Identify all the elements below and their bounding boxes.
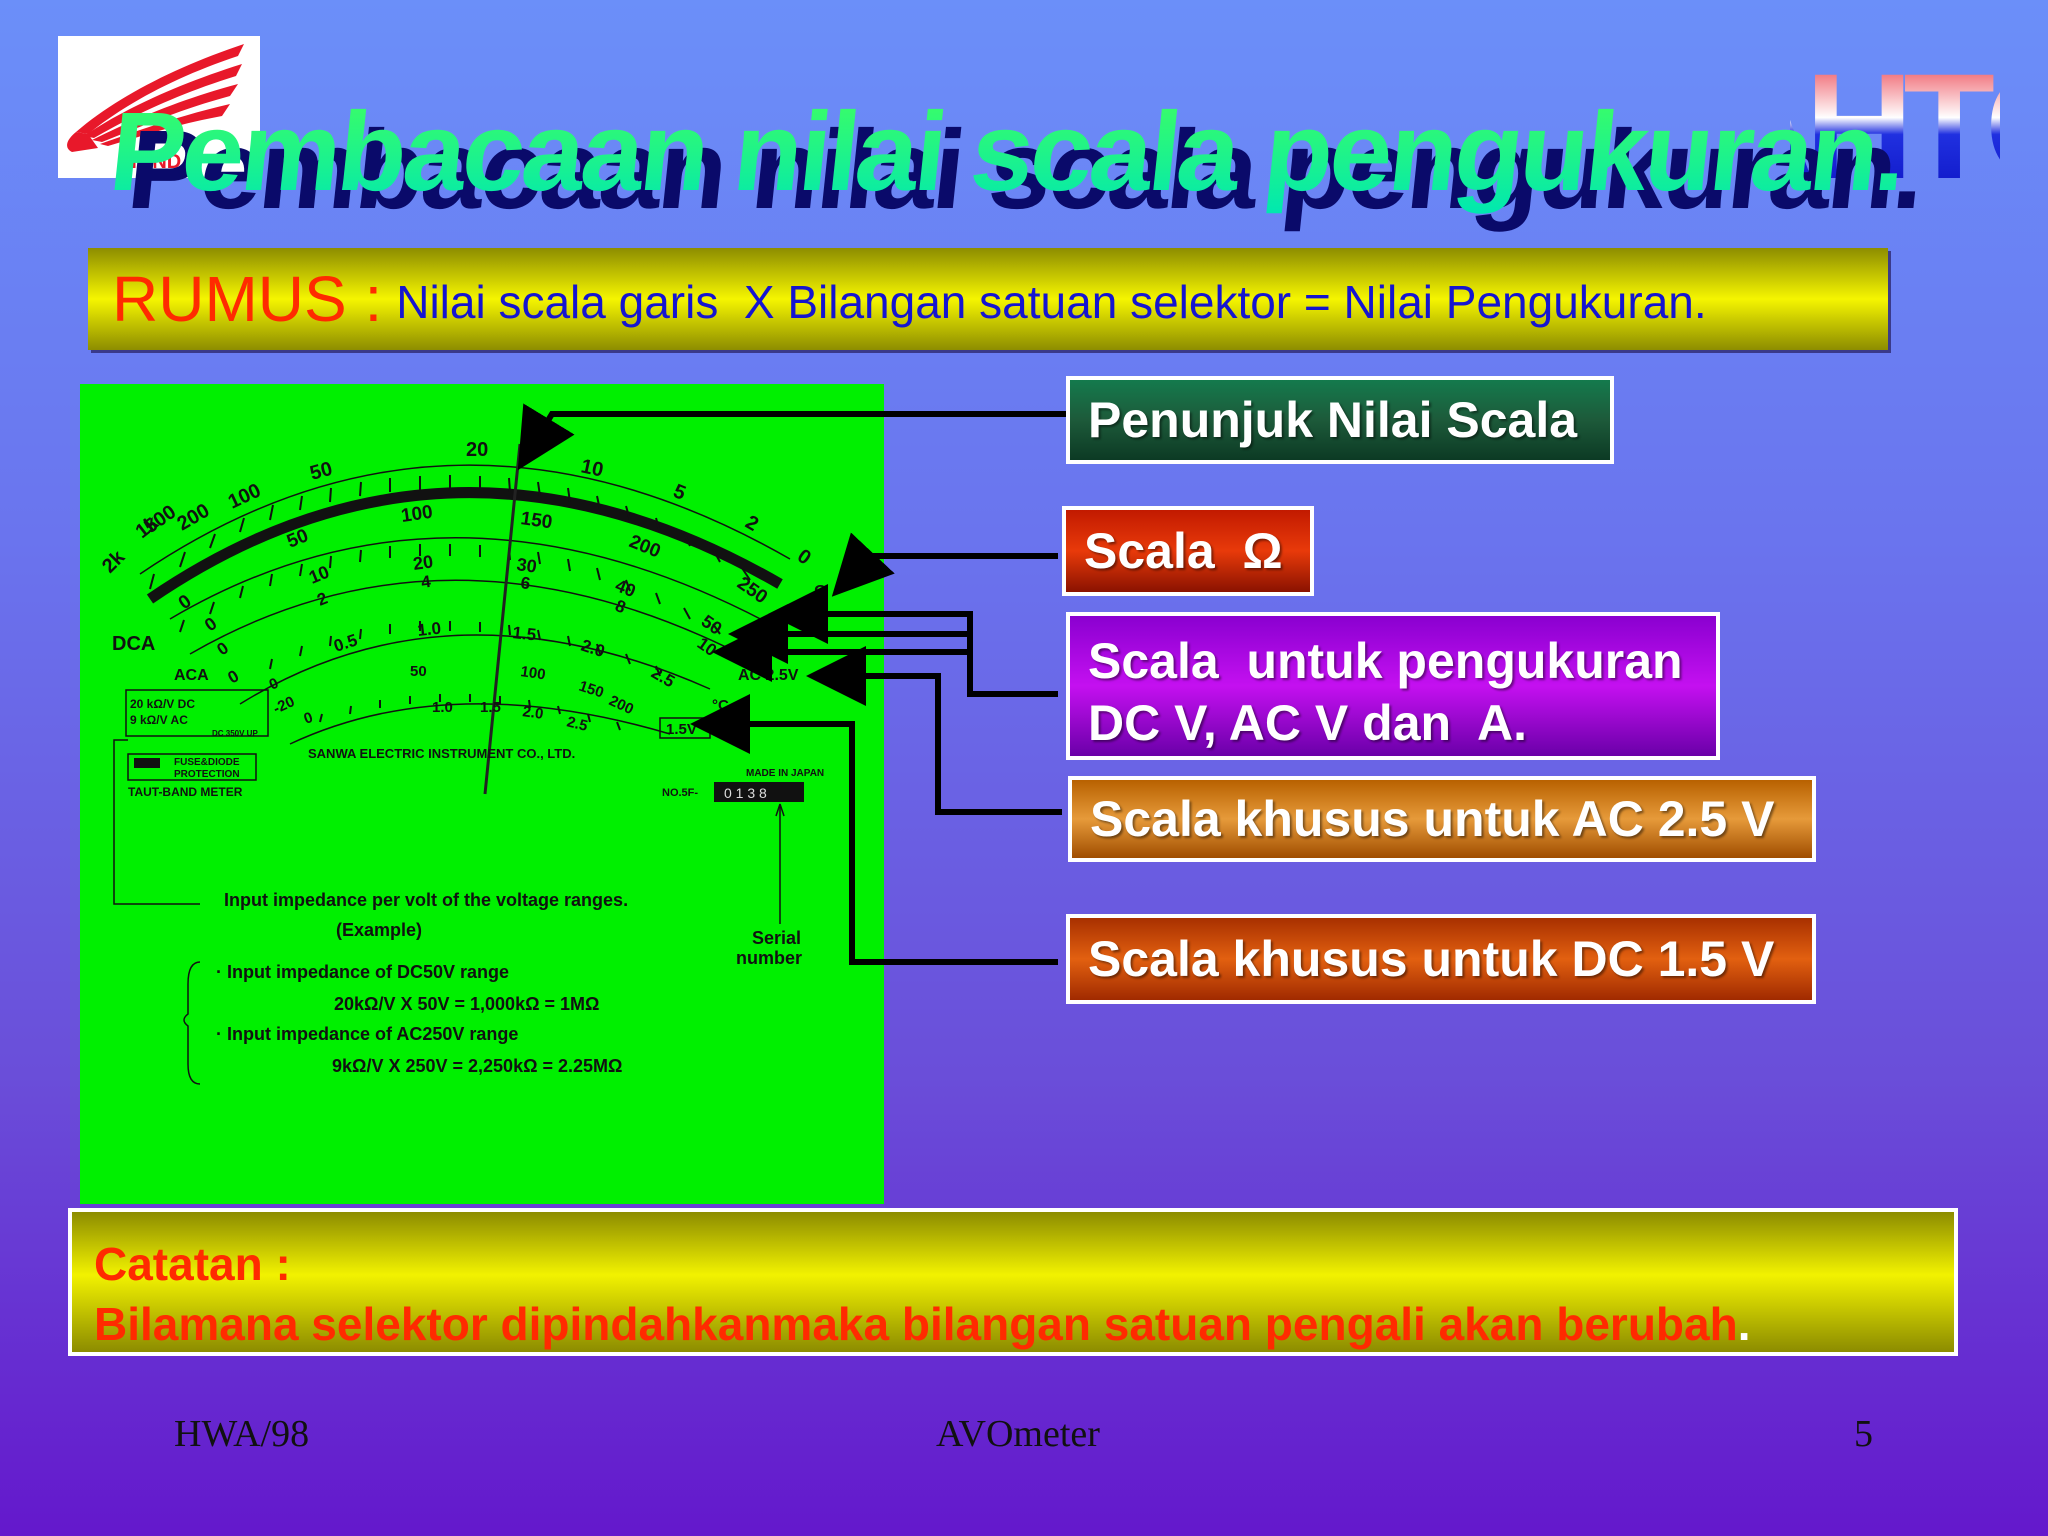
callout-dcv-acv-a-line1: Scala untuk pengukuran <box>1088 633 1683 689</box>
arrow-needle <box>517 403 1066 471</box>
callout-needle-text: Penunjuk Nilai Scala <box>1088 392 1578 448</box>
slide-title: Pembacaan nilai scala pengukuran. Pembac… <box>0 52 2048 242</box>
callout-dc15v-scale: Scala khusus untuk DC 1.5 V <box>1066 914 1816 1004</box>
note-example: (Example) <box>336 920 422 940</box>
v10-tick-4: 4 <box>420 572 433 592</box>
v15-tick-1-0: 1.0 <box>432 699 453 716</box>
callout-ac25v-text: Scala khusus untuk AC 2.5 V <box>1090 791 1775 847</box>
rumus-bar: RUMUS : Nilai scala garis X Bilangan sat… <box>88 248 1888 350</box>
rumus-label: RUMUS : <box>112 263 383 335</box>
note-title: Input impedance per volt of the voltage … <box>224 890 628 910</box>
callout-dcv-acv-a-scale: Scala untuk pengukuran DC V, AC V dan A. <box>1066 612 1720 760</box>
dc350-label: DC 350V UP <box>212 729 258 738</box>
dca-label: DCA <box>112 633 155 655</box>
callout-ac25v-scale: Scala khusus untuk AC 2.5 V <box>1068 776 1816 862</box>
impedance-dc: 20 kΩ/V DC <box>130 697 195 711</box>
made-in-label: MADE IN JAPAN <box>746 768 824 779</box>
serial-label-1: Serial <box>752 928 801 948</box>
v15-tick-2-5: 2.5 <box>565 713 589 735</box>
callout-ohm-scale-text: Scala Ω <box>1084 523 1283 579</box>
serial-digits: 0 1 3 8 <box>724 785 767 801</box>
slide-title-shadow: Pembacaan nilai scala pengukuran. <box>123 106 1929 232</box>
honda-logo-text: HONDA <box>122 151 195 173</box>
a-tick-1-0: 1.0 <box>416 619 441 640</box>
v250-tick-100: 100 <box>400 502 434 527</box>
v50-tick-30: 30 <box>515 554 538 577</box>
rumus-text: Nilai scala garis X Bilangan satuan sele… <box>396 276 1707 328</box>
v15-tick-1-5: 1.5 <box>480 699 501 716</box>
serial-label-2: number <box>736 948 802 968</box>
c-tick-100: 100 <box>519 663 546 683</box>
v15-label: 1.5V <box>666 721 697 738</box>
callout-dcv-acv-a-line2: DC V, AC V dan A. <box>1088 695 1527 751</box>
callout-ohm-scale: Scala Ω <box>1062 506 1314 596</box>
aca-label: ACA <box>174 667 209 684</box>
note-ac-calc: 9kΩ/V X 250V = 2,250kΩ = 2.25MΩ <box>332 1056 622 1076</box>
tautband-label: TAUT-BAND METER <box>128 785 243 799</box>
arrow-dc15 <box>690 694 1058 965</box>
arrow-ohm <box>831 532 1058 597</box>
slide-title-text: Pembacaan nilai scala pengukuran. <box>104 88 1910 214</box>
fuse-label: FUSE&DIODE <box>174 757 240 768</box>
a-tick-1-5: 1.5 <box>512 623 537 644</box>
impedance-ac: 9 kΩ/V AC <box>130 713 188 727</box>
protection-label: PROTECTION <box>174 769 240 780</box>
v50-tick-20: 20 <box>412 551 435 574</box>
catatan-box: Catatan : Bilamana selektor dipindahkanm… <box>68 1208 1958 1356</box>
note-ac: · Input impedance of AC250V range <box>216 1024 518 1044</box>
c-tick-50: 50 <box>410 663 427 680</box>
catatan-dot: . <box>1737 1298 1751 1350</box>
footer-left: HWA/98 <box>174 1413 310 1455</box>
note-dc: · Input impedance of DC50V range <box>216 962 509 982</box>
footer-center: AVOmeter <box>936 1413 1100 1455</box>
ohm-tick-20: 20 <box>466 439 488 461</box>
c-tick-150: 150 <box>577 678 606 702</box>
callout-dc15v-text: Scala khusus untuk DC 1.5 V <box>1088 931 1775 987</box>
note-dc-calc: 20kΩ/V X 50V = 1,000kΩ = 1MΩ <box>334 994 599 1014</box>
honda-logo: HONDA <box>58 36 260 178</box>
serial-no-label: NO.5F- <box>662 787 698 799</box>
ohm-tick-10: 10 <box>579 455 605 481</box>
v15-tick-2-0: 2.0 <box>521 703 544 723</box>
catatan-body: Bilamana selektor dipindahkanmaka bilang… <box>94 1298 1738 1350</box>
footer-page-number: 5 <box>1854 1413 1873 1455</box>
arrow-ac25 <box>806 646 1062 815</box>
v250-tick-150: 150 <box>519 508 553 533</box>
callout-needle: Penunjuk Nilai Scala <box>1066 376 1614 464</box>
catatan-heading: Catatan : <box>94 1238 291 1290</box>
maker-label: SANWA ELECTRIC INSTRUMENT CO., LTD. <box>308 746 575 761</box>
v10-tick-6: 6 <box>519 573 531 593</box>
